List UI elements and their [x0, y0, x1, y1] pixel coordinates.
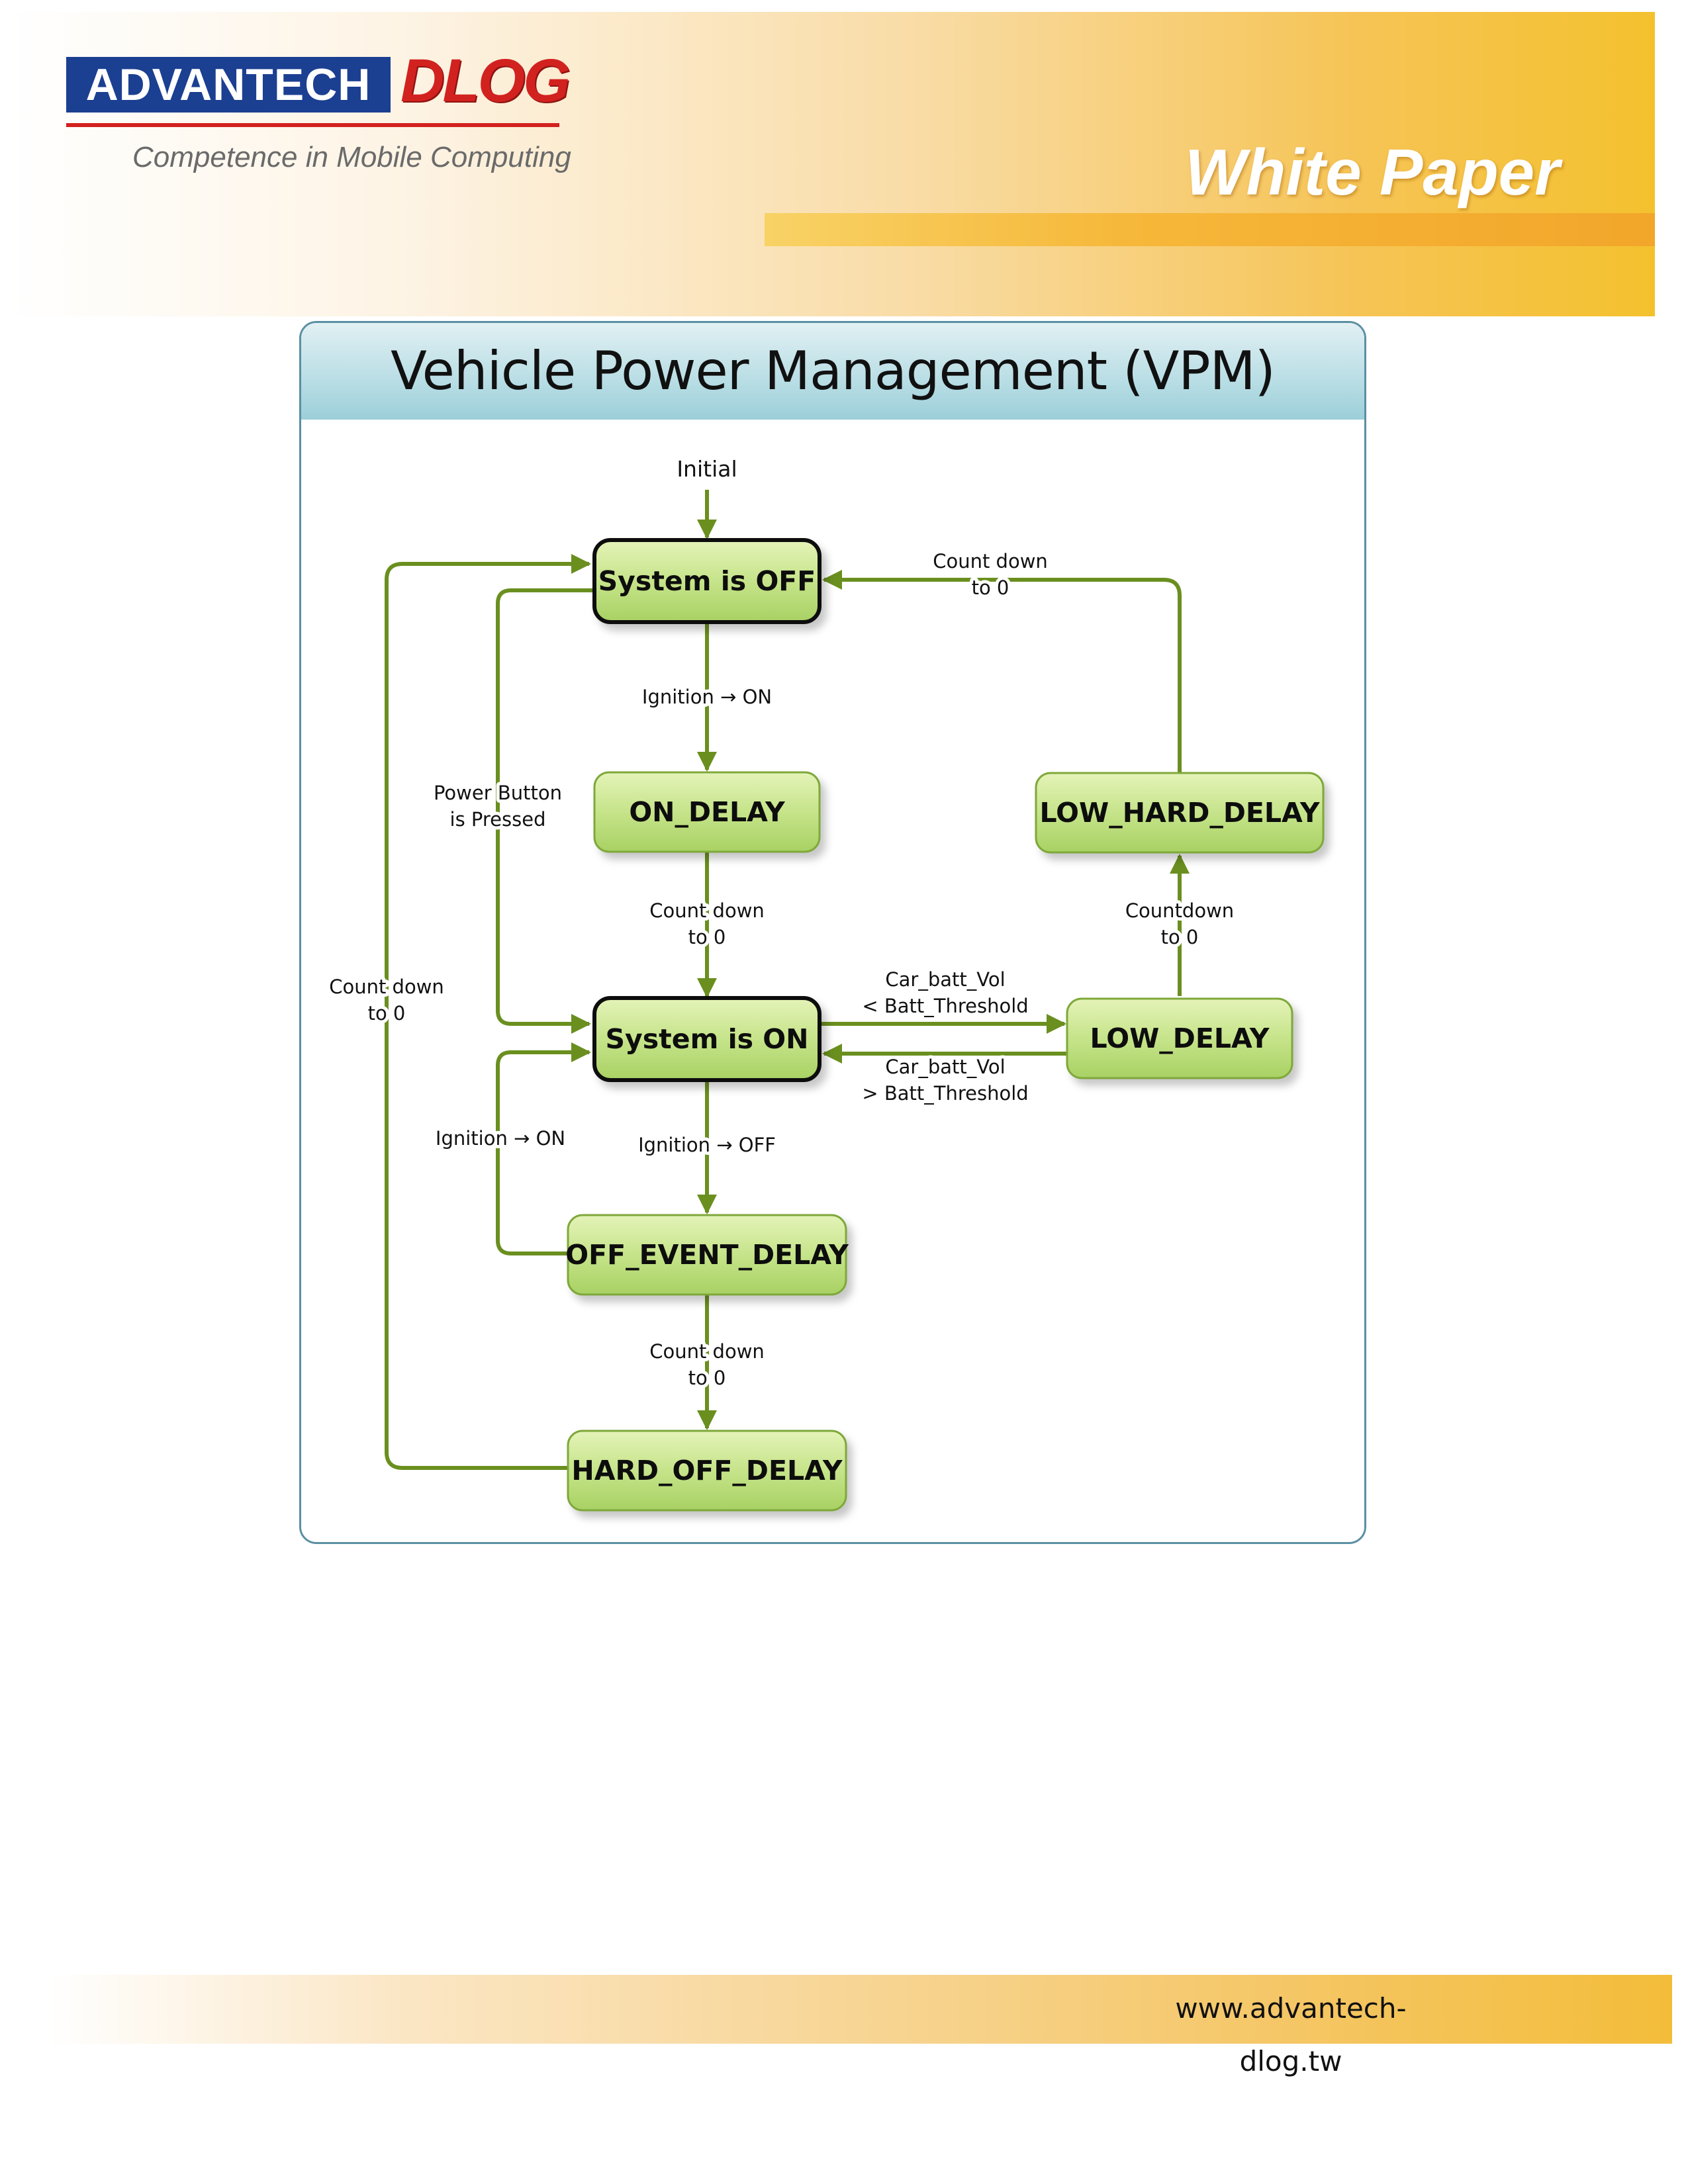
label-countdown-hardoff-1: Count down — [329, 976, 444, 998]
state-low-hard-delay: LOW_HARD_DELAY — [1039, 797, 1320, 829]
state-low-hard-delay-box — [1035, 772, 1325, 854]
label-countdown-lowhard-2: to 0 — [972, 576, 1009, 599]
state-system-off: System is OFF — [598, 565, 816, 597]
arrow-powerbutton-to-on — [496, 588, 594, 1034]
arrow-offevent-to-on — [496, 1042, 591, 1255]
state-system-on: System is ON — [606, 1023, 809, 1055]
state-low-delay: LOW_DELAY — [1090, 1023, 1270, 1054]
label-ignition-off: Ignition → OFF — [638, 1134, 776, 1156]
state-on-delay: ON_DELAY — [629, 796, 786, 828]
footer-banner — [48, 1975, 1672, 2044]
footer-url[interactable]: www.advantech-dlog.tw — [1175, 1992, 1407, 2077]
label-countdown-hardoff-2: to 0 — [368, 1002, 406, 1024]
label-ignition-on-1: Ignition → ON — [642, 686, 772, 708]
label-batt-high-1: Car_batt_Vol — [885, 1056, 1005, 1078]
logo-underline — [66, 123, 559, 127]
state-on-delay-box — [593, 771, 821, 853]
state-low-delay-box — [1066, 997, 1293, 1079]
state-hard-off-delay: HARD_OFF_DELAY — [571, 1455, 843, 1486]
logo-dlog: DLOG — [400, 47, 571, 114]
label-batt-high-2: > Batt_Threshold — [862, 1082, 1028, 1105]
label-countdown-lowdelay-1: Countdown — [1125, 899, 1234, 922]
label-countdown-offevent-1: Count down — [649, 1340, 765, 1363]
diagram-title: Vehicle Power Management (VPM) — [391, 340, 1276, 402]
state-off-event-delay-box — [567, 1214, 847, 1296]
label-power-button-2: is Pressed — [450, 808, 546, 831]
label-countdown-lowdelay-2: to 0 — [1161, 926, 1199, 948]
logo-advantech: ADVANTECH — [66, 57, 391, 113]
label-initial: Initial — [677, 456, 737, 482]
label-power-button-1: Power Button — [434, 782, 562, 804]
label-ignition-on-2: Ignition → ON — [436, 1127, 565, 1150]
label-countdown-ondelay-2: to 0 — [688, 926, 726, 948]
diagram-title-bar — [301, 323, 1364, 420]
state-hard-off-delay-box — [567, 1430, 847, 1512]
logo-tagline: Competence in Mobile Computing — [132, 141, 571, 173]
state-off-event-delay: OFF_EVENT_DELAY — [565, 1239, 849, 1271]
diagram-panel: Vehicle Power Management (VPM) — [299, 321, 1366, 1544]
arrow-hardoff-to-off — [385, 554, 591, 1470]
document-type-title: White Paper — [1185, 136, 1560, 208]
label-batt-low-2: < Batt_Threshold — [862, 995, 1028, 1017]
state-system-on-box — [592, 996, 821, 1082]
arrow-lowhard-to-off — [822, 570, 1182, 773]
label-countdown-lowhard-1: Count down — [933, 550, 1048, 572]
header-accent-bar — [765, 213, 1655, 246]
advantech-dlog-logo: ADVANTECH DLOG Competence in Mobile Comp… — [66, 45, 571, 181]
state-system-off-box — [592, 538, 821, 624]
label-countdown-offevent-2: to 0 — [688, 1367, 726, 1389]
label-countdown-ondelay-1: Count down — [649, 899, 765, 922]
label-batt-low-1: Car_batt_Vol — [885, 968, 1005, 991]
